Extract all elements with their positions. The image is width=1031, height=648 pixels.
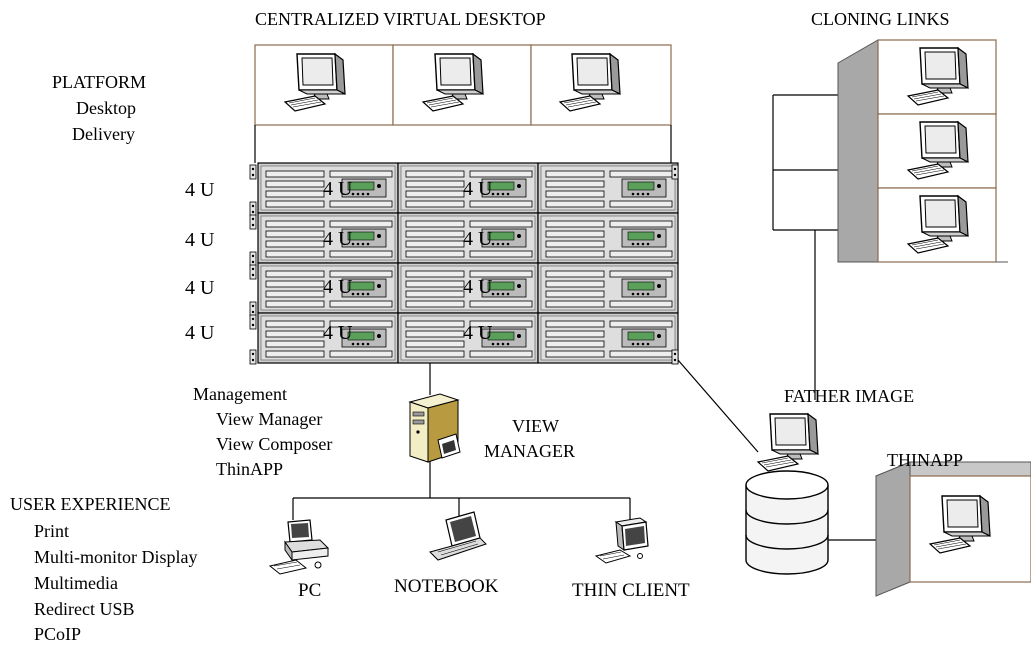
user-experience-item: PCoIP — [34, 624, 82, 644]
server-unit-mark: 4 U — [463, 178, 493, 200]
thinapp-box — [875, 461, 1031, 597]
rack-unit-label-4: 4 U — [185, 322, 215, 344]
user-experience-item: Multimedia — [34, 573, 118, 593]
server-unit-mark: 4 U — [463, 322, 493, 344]
server-unit-mark: 4 U — [323, 322, 353, 344]
server-unit-mark: 4 U — [463, 276, 493, 298]
title-centralized-virtual-desktop: CENTRALIZED VIRTUAL DESKTOP — [255, 9, 546, 29]
view-manager-label-2: MANAGER — [484, 441, 576, 461]
management-item: View Manager — [216, 409, 323, 429]
virtual-desktop-row — [254, 44, 672, 126]
client-notebook-label: NOTEBOOK — [394, 576, 499, 597]
user-experience-heading: USER EXPERIENCE — [10, 494, 171, 514]
server-unit-mark: 4 U — [463, 228, 493, 250]
management-item: ThinAPP — [216, 459, 284, 479]
rack-unit-label-2: 4 U — [185, 229, 215, 251]
rack-unit-label-1: 4 U — [185, 179, 215, 201]
server-unit-mark: 4 U — [323, 178, 353, 200]
user-experience-item: Multi-monitor Display — [34, 547, 198, 567]
father-image-label: FATHER IMAGE — [784, 386, 915, 406]
tower-server-icon — [408, 393, 461, 463]
pc-icon — [268, 519, 330, 575]
thinapp-label: THINAPP — [887, 450, 964, 470]
database-icon — [745, 470, 829, 575]
title-cloning-links: CLONING LINKS — [811, 9, 950, 29]
user-experience-item: Print — [34, 521, 70, 541]
server-unit-mark: 4 U — [323, 276, 353, 298]
user-experience-item: Redirect USB — [34, 599, 135, 619]
platform-desktop: Desktop — [76, 98, 136, 118]
platform-delivery: Delivery — [72, 124, 135, 144]
father-image-monitor-icon — [757, 413, 819, 472]
management-item: View Composer — [216, 434, 333, 454]
thin-client-icon — [594, 517, 649, 564]
rack-unit-label-3: 4 U — [185, 277, 215, 299]
notebook-icon — [429, 511, 487, 561]
client-thin-client-label: THIN CLIENT — [572, 580, 690, 601]
view-manager-label-1: VIEW — [512, 416, 559, 436]
server-unit-mark: 4 U — [323, 228, 353, 250]
cloning-links-box — [772, 39, 1008, 263]
platform-heading: PLATFORM — [52, 72, 147, 92]
client-pc-label: PC — [298, 580, 322, 601]
management-heading: Management — [193, 384, 287, 404]
